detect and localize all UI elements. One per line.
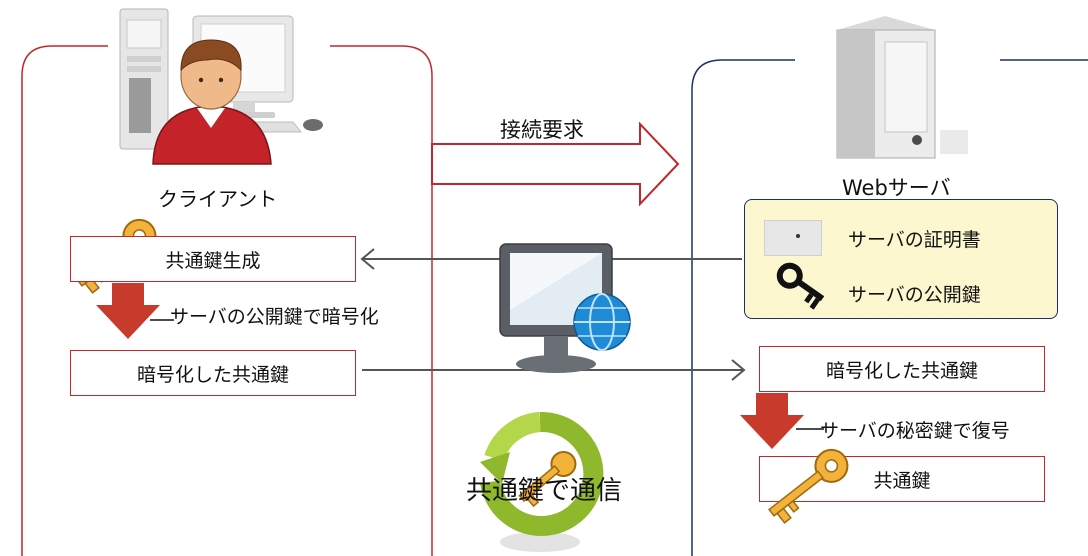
web-server-icon <box>836 16 968 159</box>
encrypt-down-arrow <box>96 283 160 339</box>
server-certificate-label: サーバの証明書 <box>848 229 981 251</box>
encrypt-step-connector <box>150 319 174 321</box>
encrypt-step-label: サーバの公開鍵で暗号化 <box>170 306 379 328</box>
connection-request-label: 接続要求 <box>500 118 584 142</box>
connection-request-arrow <box>431 121 680 207</box>
certificate-icon-dot <box>796 234 800 238</box>
key-generation-box: 共通鍵生成 <box>70 236 356 282</box>
communication-label: 共通鍵で通信 <box>466 476 623 506</box>
decrypt-step-connector <box>796 428 824 430</box>
internet-monitor-icon <box>499 243 631 373</box>
server-golden-key-icon <box>768 448 849 524</box>
black-key-icon <box>776 262 825 310</box>
client-label: クライアント <box>158 187 278 211</box>
server-info-panel <box>744 199 1058 319</box>
client-encrypted-key-box: 暗号化した共通鍵 <box>70 350 356 396</box>
server-encrypted-key-box: 暗号化した共通鍵 <box>759 346 1045 392</box>
server-label: Webサーバ <box>842 176 951 200</box>
server-common-key-box: 共通鍵 <box>759 456 1045 502</box>
decrypt-down-arrow <box>740 393 804 449</box>
communication-cycle-icon <box>480 411 604 552</box>
decrypt-step-label: サーバの秘密鍵で復号 <box>820 420 1010 442</box>
server-public-key-label: サーバの公開鍵 <box>848 284 981 306</box>
client-user-icon <box>119 8 323 165</box>
certificate-icon <box>764 220 822 256</box>
